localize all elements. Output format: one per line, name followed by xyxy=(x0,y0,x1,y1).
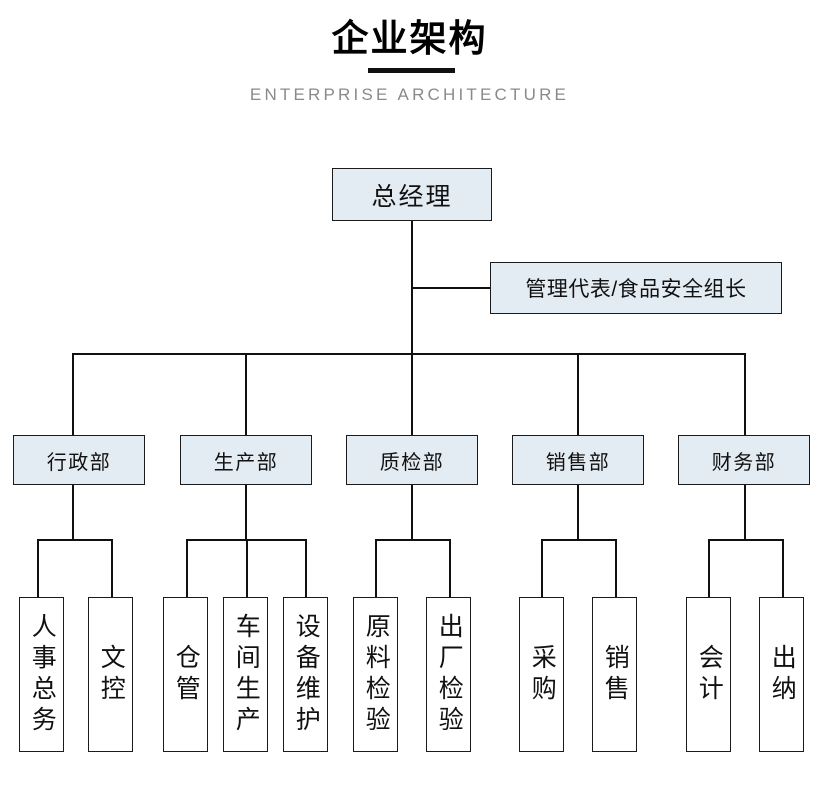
connector-bus-to-quality xyxy=(411,353,413,435)
connector-bus-to-admin xyxy=(72,353,74,435)
node-label: 销售部 xyxy=(545,451,611,474)
connector-department-bus xyxy=(72,353,746,355)
node-label: 设备维护 xyxy=(292,612,321,737)
node-label: 车间生产 xyxy=(232,612,261,737)
connector-finance-to-accounting xyxy=(708,539,710,597)
connector-sales-to-selling xyxy=(615,539,617,597)
node-label: 财务部 xyxy=(711,451,777,474)
connector-production-stem xyxy=(245,485,247,539)
connector-bus-to-production xyxy=(245,353,247,435)
node-label: 人事总务 xyxy=(28,612,57,737)
page-title: 企业架构 xyxy=(331,18,488,59)
node-label: 原料检验 xyxy=(362,612,391,737)
connector-root-to-staff xyxy=(411,287,491,289)
node-department-administration[interactable]: 行政部 xyxy=(13,435,145,485)
node-label: 采购 xyxy=(528,643,557,706)
node-document-control[interactable]: 文控 xyxy=(88,597,133,752)
connector-production-to-maintenance xyxy=(305,539,307,597)
title-divider xyxy=(368,68,455,73)
node-department-production[interactable]: 生产部 xyxy=(180,435,312,485)
node-department-finance[interactable]: 财务部 xyxy=(678,435,810,485)
node-label: 仓管 xyxy=(172,643,201,706)
connector-bus-to-sales xyxy=(577,353,579,435)
connector-finance-stem xyxy=(744,485,746,539)
node-label: 质检部 xyxy=(379,451,445,474)
connector-quality-to-raw-material xyxy=(375,539,377,597)
connector-quality-stem xyxy=(411,485,413,539)
node-hr-general-affairs[interactable]: 人事总务 xyxy=(19,597,64,752)
chart-header: 企业架构 ENTERPRISE ARCHITECTURE xyxy=(0,0,819,130)
page-subtitle: ENTERPRISE ARCHITECTURE xyxy=(249,85,570,104)
node-cashier[interactable]: 出纳 xyxy=(759,597,804,752)
node-department-sales[interactable]: 销售部 xyxy=(512,435,644,485)
node-label: 文控 xyxy=(97,643,126,706)
connector-quality-to-outgoing xyxy=(449,539,451,597)
node-label: 总经理 xyxy=(371,182,453,211)
connector-quality-bus xyxy=(375,539,450,541)
node-label: 生产部 xyxy=(213,451,279,474)
connector-production-to-warehouse xyxy=(186,539,188,597)
node-label: 出厂检验 xyxy=(435,612,464,737)
node-raw-material-inspection[interactable]: 原料检验 xyxy=(353,597,398,752)
node-label: 会计 xyxy=(695,643,724,706)
connector-finance-to-cashier xyxy=(782,539,784,597)
node-management-representative[interactable]: 管理代表/食品安全组长 xyxy=(490,262,782,314)
node-label: 出纳 xyxy=(768,643,797,706)
connector-sales-to-purchasing xyxy=(541,539,543,597)
connector-admin-stem xyxy=(72,485,74,539)
connector-sales-stem xyxy=(577,485,579,539)
connector-finance-bus xyxy=(708,539,783,541)
connector-production-to-workshop xyxy=(246,539,248,597)
node-general-manager[interactable]: 总经理 xyxy=(332,168,492,221)
node-label: 销售 xyxy=(601,643,630,706)
node-accounting[interactable]: 会计 xyxy=(686,597,731,752)
node-workshop-production[interactable]: 车间生产 xyxy=(223,597,268,752)
node-outgoing-inspection[interactable]: 出厂检验 xyxy=(426,597,471,752)
node-department-quality[interactable]: 质检部 xyxy=(346,435,478,485)
connector-bus-to-finance xyxy=(744,353,746,435)
node-sales-team[interactable]: 销售 xyxy=(592,597,637,752)
node-warehouse-management[interactable]: 仓管 xyxy=(163,597,208,752)
connector-admin-bus xyxy=(37,539,112,541)
node-label: 管理代表/食品安全组长 xyxy=(525,278,747,301)
connector-sales-bus xyxy=(541,539,616,541)
node-purchasing[interactable]: 采购 xyxy=(519,597,564,752)
connector-admin-to-doccontrol xyxy=(111,539,113,597)
node-equipment-maintenance[interactable]: 设备维护 xyxy=(283,597,328,752)
node-label: 行政部 xyxy=(46,451,112,474)
connector-admin-to-hr xyxy=(37,539,39,597)
